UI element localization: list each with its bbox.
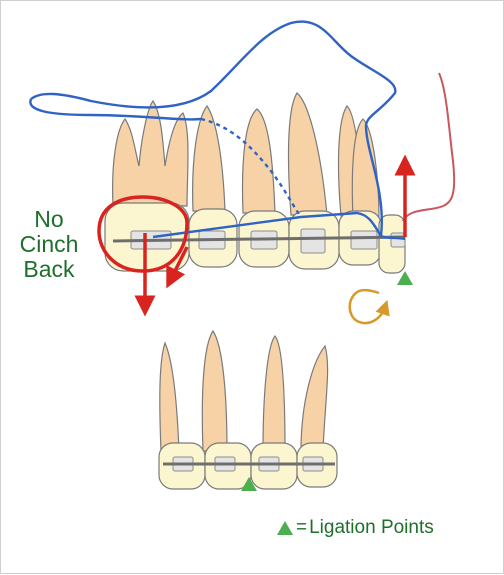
lower-ligation-point: [241, 477, 257, 491]
molar-rotation-circle: [97, 195, 189, 273]
elastic: [402, 72, 456, 222]
auxiliary-wire-top: [30, 20, 397, 237]
legend: = Ligation Points: [277, 515, 434, 541]
legend-equals: =: [296, 517, 308, 538]
base-archwire: [112, 235, 406, 243]
no-cinch-back-label: No Cinch Back: [15, 207, 83, 282]
upper-ligation-point: [397, 271, 413, 285]
premolar-2-root: [241, 108, 276, 214]
no-cinch-line-2: Cinch: [19, 231, 79, 257]
incisor-rotation-arrow: [348, 288, 390, 325]
lower-teeth-roots: [159, 329, 329, 452]
molar-rotation-arrow: [166, 246, 189, 289]
premolar-1-root: [192, 104, 226, 212]
auxiliary-wire-dashed: [200, 117, 302, 218]
triangle-icon: [277, 521, 293, 535]
canine-root: [287, 92, 328, 216]
no-cinch-line-3: Back: [23, 256, 75, 282]
no-cinch-line-1: No: [34, 206, 64, 232]
auxiliary-wire-active: [152, 211, 406, 241]
auxiliary-wire-left: [29, 98, 202, 121]
upper-teeth-roots: [112, 92, 380, 220]
legend-label: Ligation Points: [309, 517, 434, 538]
